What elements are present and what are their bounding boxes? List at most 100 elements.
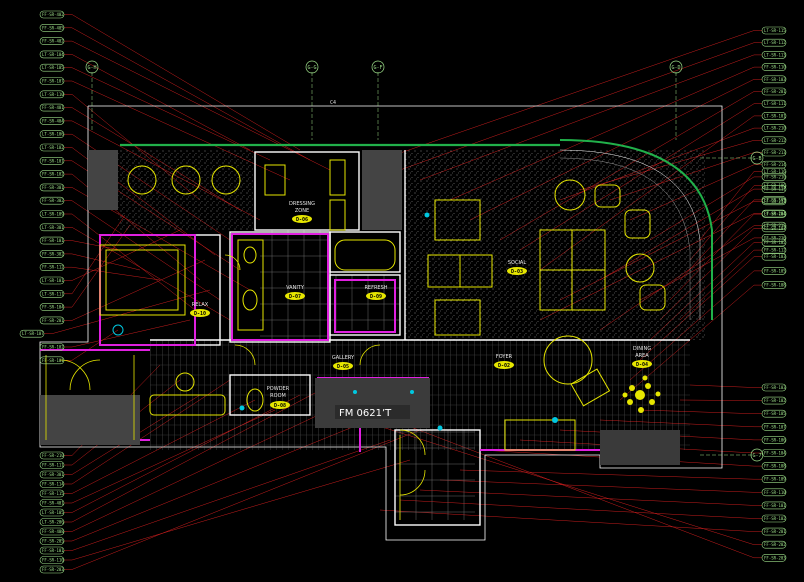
annotation-tag: FF-SR-107 [761, 422, 787, 431]
annotation-tag: FF-SR-101 [39, 157, 65, 165]
leader-line [64, 213, 196, 311]
annotation-tag: FF-SR-102 [39, 170, 65, 178]
tag-label: LT-SR-101 [764, 113, 786, 118]
annotation-tag: FF-SR-201 [761, 527, 787, 536]
leader-line [699, 171, 762, 241]
tag-label: FF-SR-301 [42, 185, 64, 190]
leader-line [379, 509, 762, 532]
tag-label: LT-SR-116 [764, 169, 786, 174]
leader-line [44, 289, 211, 334]
annotation-tag: FF-SR-102 [39, 343, 65, 351]
room-label-vanity: VANITY D-07 [285, 285, 305, 300]
room-code: D-06 [296, 217, 308, 223]
room-name: FOYER [496, 354, 513, 360]
tag-label: FF-SR-101 [42, 158, 64, 163]
annotation-tag: FF-SR-210 [39, 451, 65, 460]
tag-label: LT-SR-104 [764, 212, 786, 217]
tag-label: FF-SR-103 [764, 385, 786, 390]
leader-line [64, 40, 331, 171]
annotation-tag: LT-SR-107 [19, 329, 45, 338]
leader-line [64, 187, 251, 291]
watermark-text: FM 0621’T [339, 408, 392, 419]
annotation-tag: FF-SR-109 [761, 475, 787, 484]
leader-line [64, 14, 301, 151]
grid-lines [91, 72, 752, 456]
annotation-tag: FF-SR-402 [39, 10, 65, 19]
grid-label: G-B [752, 156, 761, 162]
tag-label: FF-SR-204 [764, 211, 786, 216]
annotation-tag: FF-SR-302 [39, 196, 65, 205]
grid-label: G-F [373, 65, 382, 71]
annotation-tag: FF-SR-203 [39, 565, 65, 574]
leader-line [459, 469, 762, 480]
annotation-tag: FF-SR-408 [39, 527, 65, 536]
annotation-tag: FF-SR-104 [761, 449, 787, 457]
grid-bubble-top-3: G-F [371, 60, 385, 74]
tag-label: FF-SR-214 [764, 162, 786, 167]
tag-label: FF-SR-401 [42, 105, 64, 110]
tag-label: LT-SR-105 [42, 65, 64, 70]
annotation-tag: FF-SR-104 [39, 303, 65, 311]
leader-line [64, 253, 141, 271]
tag-label: FF-SR-211 [764, 199, 786, 204]
room-label-gallery: GALLERY D-05 [332, 355, 355, 370]
tag-label: LT-SR-210 [764, 126, 786, 131]
annotation-tag: LT-SR-301 [39, 223, 65, 232]
annotation-tag: FF-SR-101 [39, 356, 65, 365]
room-code: D-08 [274, 403, 286, 409]
grid-label: G-G [307, 65, 316, 71]
annotation-tag: FF-SR-112 [39, 263, 65, 272]
tag-label: LT-SR-215 [764, 223, 786, 228]
room-name: VANITY [286, 285, 305, 291]
tag-label: FF-SR-110 [764, 65, 786, 70]
annotation-tag: FF-SR-107 [39, 77, 65, 85]
grid-bubble-right-2: G-7 [750, 448, 764, 462]
annotation-tag: LT-SR-102 [39, 143, 65, 152]
leader-line [64, 200, 221, 301]
tag-label: FF-SR-102 [42, 172, 64, 177]
annotation-tag: FF-SR-102 [761, 396, 787, 405]
annotation-tag: FF-SR-115 [39, 489, 65, 498]
room-name: DRESSING [289, 201, 315, 207]
tag-label: LT-SR-106 [42, 132, 64, 137]
annotation-tag: LT-SR-106 [39, 130, 65, 138]
tag-label: FF-SR-105 [764, 268, 786, 273]
leader-line [419, 54, 762, 181]
annotation-tag: FF-SR-216 [761, 234, 787, 242]
annotation-tag: FF-SR-102 [761, 514, 787, 523]
leader-line [64, 379, 181, 466]
room-code: D-05 [337, 364, 349, 370]
tag-label: FF-SR-101 [42, 358, 64, 363]
tag-label: FF-SR-202 [764, 542, 786, 547]
tag-label: FF-SR-110 [764, 490, 786, 495]
leader-line [64, 240, 121, 251]
tag-label: LT-SR-101 [42, 278, 64, 283]
service-cores [40, 150, 680, 465]
door-swings [45, 254, 426, 520]
tag-label: FF-SR-402 [42, 12, 64, 17]
tag-label: LT-SR-112 [764, 40, 786, 45]
tag-label: FF-SR-109 [764, 477, 786, 482]
room-code: D-02 [498, 363, 510, 369]
annotation-tag: FF-SR-110 [761, 63, 787, 71]
room-code: D-03 [511, 269, 523, 275]
grid-bubble-top-1: G-H [85, 60, 99, 74]
annotation-tag: LT-SR-105 [761, 196, 787, 204]
tag-label: FF-SR-203 [42, 567, 64, 572]
furniture [99, 159, 666, 451]
curved-glazing [120, 139, 713, 320]
tag-label: FF-SR-107 [764, 424, 786, 429]
room-sub: ZONE [295, 208, 309, 214]
annotation-tag: FF-SR-302 [39, 250, 65, 258]
tag-label: FF-SR-102 [764, 240, 786, 245]
leader-line [419, 489, 762, 506]
annotation-tag: LT-SR-101 [761, 112, 787, 120]
grid-label: G-7 [752, 453, 761, 459]
top-dimension: C4 [330, 100, 336, 106]
annotation-tags: FF-SR-402FF-SR-405FF-SR-402LT-SR-104LT-S… [19, 10, 787, 574]
annotation-tag: FF-SR-205 [39, 537, 65, 545]
annotation-tag: LT-SR-105 [39, 63, 65, 72]
tag-label: FF-SR-106 [764, 437, 786, 442]
annotation-tag: FF-SR-405 [39, 23, 65, 32]
tag-label: FF-SR-302 [42, 198, 64, 203]
